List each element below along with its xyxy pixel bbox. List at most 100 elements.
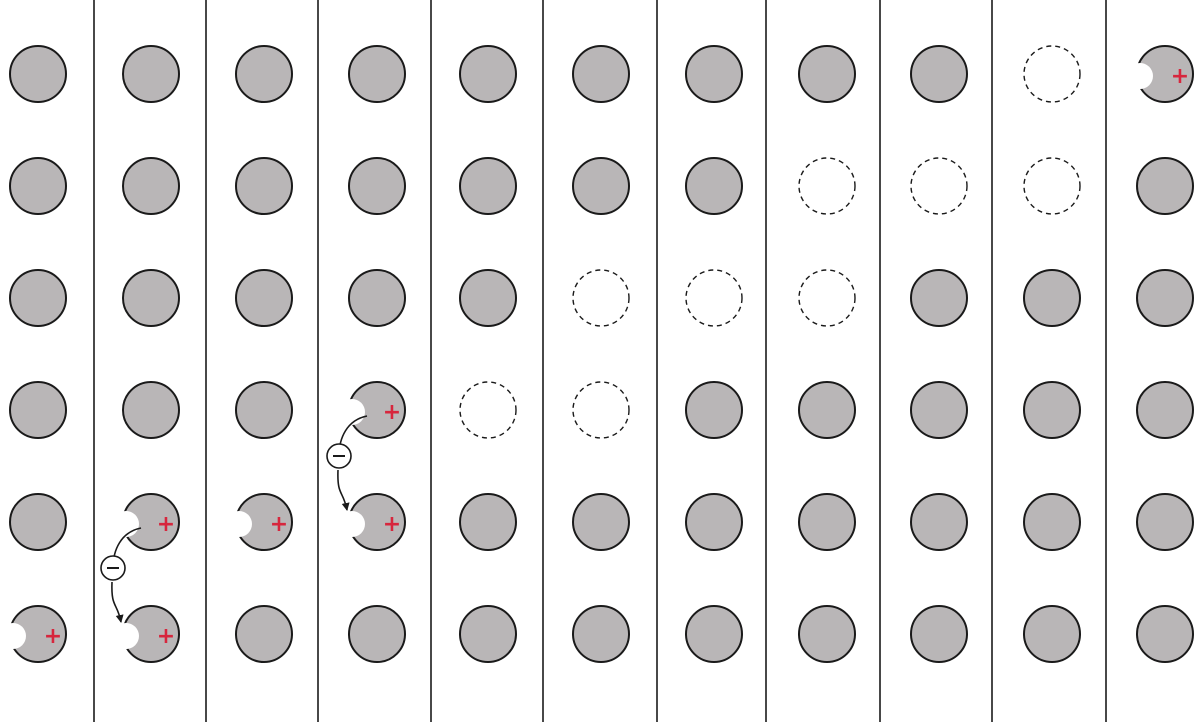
lattice-site-atom — [349, 606, 405, 662]
lattice-site-atom — [686, 606, 742, 662]
lattice-site-empty — [799, 270, 855, 326]
vacancy-dashed-circle — [1024, 46, 1080, 102]
plus-charge-icon: + — [1171, 64, 1189, 89]
lattice-site-hole: + — [1127, 46, 1193, 102]
atom-circle — [10, 382, 66, 438]
lattice-site-atom — [911, 494, 967, 550]
lattice-site-empty — [799, 158, 855, 214]
lattice-site-atom — [236, 46, 292, 102]
lattice-site-atom — [1137, 382, 1193, 438]
lattice-site-hole: + — [339, 494, 405, 550]
lattice-site-atom — [10, 46, 66, 102]
lattice-site-atom — [686, 382, 742, 438]
lattice-site-atom — [123, 270, 179, 326]
atom-circle — [686, 494, 742, 550]
plus-charge-icon: + — [383, 400, 401, 425]
atom-circle — [123, 158, 179, 214]
hole-notch — [339, 399, 365, 425]
atom-circle — [1024, 270, 1080, 326]
transfer-arrow — [338, 470, 347, 510]
lattice-site-atom — [349, 158, 405, 214]
plus-charge-icon: + — [157, 512, 175, 537]
lattice-site-atom — [10, 494, 66, 550]
atom-circle — [911, 46, 967, 102]
vacancy-dashed-circle — [799, 158, 855, 214]
lattice-site-atom — [573, 494, 629, 550]
lattice-site-atom — [1137, 606, 1193, 662]
atom-circle — [799, 494, 855, 550]
lattice-site-empty — [1024, 158, 1080, 214]
lattice-site-atom — [123, 158, 179, 214]
lattice-site-atom — [911, 270, 967, 326]
lattice-site-atom — [349, 270, 405, 326]
atom-circle — [1137, 158, 1193, 214]
vacancy-dashed-circle — [460, 382, 516, 438]
lattice-site-atom — [10, 158, 66, 214]
atom-circle — [1137, 270, 1193, 326]
lattice-site-atom — [460, 158, 516, 214]
atom-circle — [349, 158, 405, 214]
lattice-site-atom — [460, 606, 516, 662]
lattice-site-atom — [236, 606, 292, 662]
atom-circle — [573, 494, 629, 550]
lattice-site-atom — [573, 46, 629, 102]
atom-circle — [10, 494, 66, 550]
atom-circle — [349, 270, 405, 326]
atom-circle — [123, 46, 179, 102]
atom-circle — [686, 606, 742, 662]
lattice-site-atom — [349, 46, 405, 102]
atom-circle — [460, 270, 516, 326]
atom-circle — [1137, 382, 1193, 438]
lattice-site-empty — [1024, 46, 1080, 102]
lattice-site-atom — [123, 382, 179, 438]
vacancy-dashed-circle — [573, 270, 629, 326]
vacancy-dashed-circle — [799, 270, 855, 326]
lattice-site-atom — [686, 494, 742, 550]
vacancy-dashed-circle — [1024, 158, 1080, 214]
atom-circle — [911, 382, 967, 438]
lattice-site-atom — [1024, 270, 1080, 326]
plus-charge-icon: + — [157, 624, 175, 649]
lattice-site-atom — [10, 382, 66, 438]
lattice-site-atom — [686, 46, 742, 102]
atom-circle — [460, 46, 516, 102]
lattice-site-atom — [1024, 606, 1080, 662]
atom-circle — [123, 270, 179, 326]
atom-circle — [686, 158, 742, 214]
lattice-site-atom — [10, 270, 66, 326]
atom-circle — [1024, 606, 1080, 662]
hole-notch — [113, 511, 139, 537]
atom-circle — [573, 606, 629, 662]
atom-circle — [349, 606, 405, 662]
atom-circle — [799, 606, 855, 662]
atom-circle — [10, 158, 66, 214]
vacancy-dashed-circle — [573, 382, 629, 438]
lattice-site-atom — [460, 46, 516, 102]
hole-notch — [339, 511, 365, 537]
lattice-site-atom — [236, 382, 292, 438]
transfer-arrow — [112, 582, 121, 622]
lattice-site-atom — [799, 382, 855, 438]
atom-circle — [460, 158, 516, 214]
atom-circle — [686, 382, 742, 438]
lattice-site-atom — [573, 158, 629, 214]
lattice-site-atom — [460, 494, 516, 550]
lattice-site-hole: + — [113, 494, 179, 550]
lattice-site-atom — [1024, 382, 1080, 438]
atom-circle — [1137, 494, 1193, 550]
lattice-site-atom — [236, 158, 292, 214]
atom-circle — [573, 158, 629, 214]
atom-circle — [10, 270, 66, 326]
plus-charge-icon: + — [270, 512, 288, 537]
vacancy-dashed-circle — [911, 158, 967, 214]
atom-circle — [799, 382, 855, 438]
atom-circle — [799, 46, 855, 102]
lattice-site-atom — [1137, 494, 1193, 550]
lattice-site-atom — [686, 158, 742, 214]
lattice-site-empty — [573, 382, 629, 438]
plus-charge-icon: + — [383, 512, 401, 537]
atom-circle — [911, 270, 967, 326]
lattice-site-atom — [236, 270, 292, 326]
lattice-site-empty — [573, 270, 629, 326]
